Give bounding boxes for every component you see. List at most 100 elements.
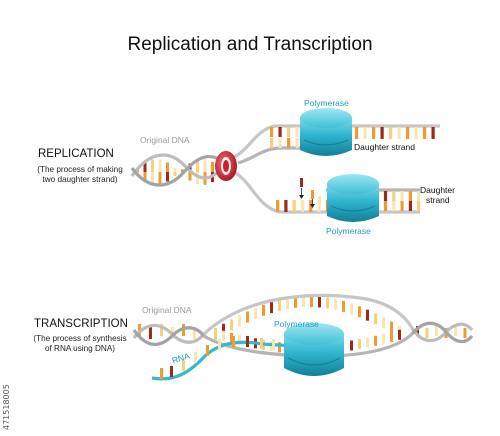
replication-subtitle-line2: two daughter strand): [42, 175, 118, 184]
base-pair: [173, 168, 177, 172]
base-pair: [287, 127, 291, 137]
base-pair: [196, 159, 199, 172]
base-pair: [400, 191, 404, 201]
polymerase-bottom: [327, 174, 379, 222]
base-pair: [284, 200, 288, 212]
base-pair: [149, 327, 152, 339]
base-pair: [318, 296, 321, 308]
base-pair: [270, 138, 274, 148]
base-pair: [238, 315, 241, 327]
bottom-fork-parent-strand: [233, 170, 420, 214]
base-pair: [425, 328, 429, 338]
original-dna-backbone-2: [130, 154, 225, 187]
base-pair: [435, 326, 438, 336]
base-pair: [372, 127, 376, 139]
base-pair: [431, 127, 435, 139]
replication-heading: REPLICATION: [38, 148, 114, 160]
base-pair: [294, 296, 297, 308]
daughter-strand-top-label: Daughter strand: [354, 142, 415, 152]
base-pair: [238, 334, 241, 345]
transcription-base-pairs: [138, 296, 467, 353]
transcription-diagram: [132, 293, 474, 381]
base-pair: [380, 127, 384, 139]
base-pair: [374, 335, 377, 346]
base-pair: [302, 296, 305, 308]
rna-base: [232, 336, 235, 347]
base-pair: [358, 306, 361, 318]
base-pair: [350, 303, 353, 315]
base-pair: [286, 298, 289, 310]
base-pair: [317, 200, 321, 212]
base-pair: [408, 201, 412, 211]
base-pair: [166, 162, 169, 172]
base-pair: [295, 138, 299, 148]
base-pair: [203, 159, 207, 172]
base-pair: [278, 299, 281, 311]
base-pair: [382, 317, 385, 329]
base-pair: [158, 172, 162, 185]
base-pair: [374, 313, 377, 325]
original-dna-helix-base-pairs: [136, 159, 222, 185]
base-pair: [287, 138, 291, 148]
replication-polymerase-bottom-label: Polymerase: [326, 226, 371, 236]
base-pair: [230, 319, 233, 331]
base-pair: [295, 127, 299, 137]
base-pair: [382, 333, 385, 344]
base-pair: [390, 331, 393, 342]
base-pair: [181, 169, 184, 172]
base-pair: [397, 127, 401, 139]
base-pair: [408, 191, 412, 201]
base-pair: [151, 172, 154, 185]
top-fork-daughter-strand: [237, 146, 342, 165]
base-pair: [158, 159, 162, 172]
base-pair: [366, 337, 369, 348]
base-pair: [270, 127, 274, 137]
transcription-original-dna-label: Original DNA: [142, 305, 192, 315]
daughter-strand-bottom-label-line1: Daughter: [420, 185, 455, 195]
base-pair: [414, 127, 418, 139]
base-pair: [222, 323, 225, 335]
base-pair: [230, 332, 233, 343]
base-pair: [406, 127, 410, 139]
base-pair: [390, 321, 393, 333]
transcription-coding-strand: [202, 293, 414, 336]
transcription-left-backbone-2: [132, 326, 206, 346]
replication-polymerase-top-label: Polymerase: [304, 98, 349, 108]
base-pair: [400, 201, 404, 211]
rna-nucleotides: [160, 336, 275, 379]
rna-base: [260, 338, 263, 349]
transcription-polymerase-label: Polymerase: [274, 319, 319, 329]
base-pair: [363, 127, 367, 139]
rna-base: [194, 352, 197, 363]
base-pair: [416, 326, 419, 336]
base-pair: [246, 311, 249, 323]
base-pair: [454, 326, 457, 336]
base-pair: [342, 300, 345, 312]
base-pair: [211, 161, 214, 172]
base-pair: [278, 138, 282, 148]
rna-base: [170, 366, 173, 377]
base-pair: [392, 201, 396, 211]
base-pair: [309, 200, 313, 212]
transcription-subtitle-line1: (The process of synthesis: [33, 334, 127, 343]
base-pair: [276, 200, 280, 212]
rna-base: [160, 368, 163, 379]
base-pair: [196, 172, 199, 185]
base-pair: [254, 307, 257, 319]
incoming-nucleotides: [299, 178, 321, 208]
rna-base: [218, 339, 221, 350]
polymerase-top: [300, 108, 352, 156]
base-pair: [417, 201, 421, 211]
base-pair: [143, 162, 147, 172]
rna-base: [272, 339, 275, 350]
base-pair: [188, 172, 192, 181]
base-pair: [389, 127, 393, 139]
base-pair: [463, 328, 467, 338]
base-pair: [326, 297, 329, 309]
base-pair: [398, 329, 401, 340]
base-pair: [417, 191, 421, 201]
base-pair: [366, 309, 369, 321]
rna-base: [182, 360, 185, 371]
top-fork-parent-strand: [231, 124, 440, 160]
